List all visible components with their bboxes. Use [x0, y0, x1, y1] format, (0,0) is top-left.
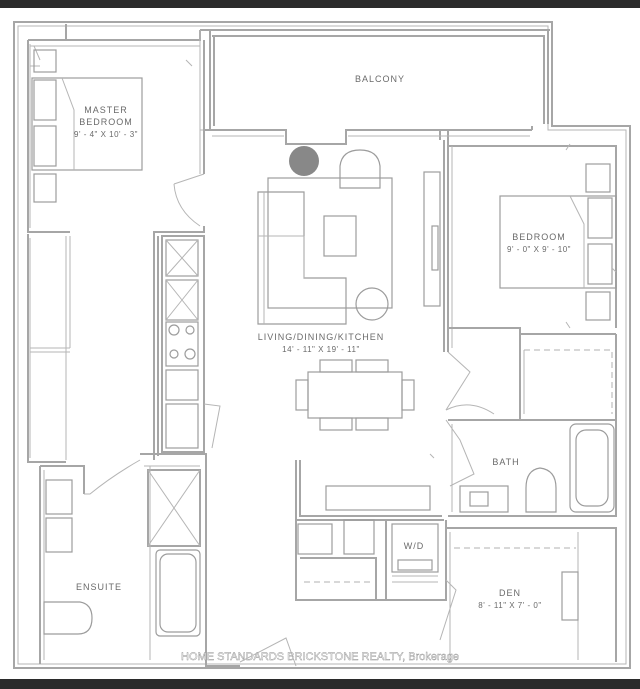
counter	[165, 369, 199, 401]
living-label: LIVING/DINING/KITCHEN	[258, 332, 385, 342]
dining-chair	[319, 417, 353, 431]
vanity-sink	[45, 479, 73, 515]
toilet	[525, 467, 557, 513]
dining-chair	[401, 379, 415, 411]
dining-chair	[355, 359, 389, 373]
window-marks	[185, 59, 617, 459]
vanity-sink	[45, 517, 73, 553]
bath-label: BATH	[492, 457, 519, 467]
coffee-table	[323, 215, 357, 257]
wd-label: W/D	[404, 541, 425, 551]
dishwasher	[165, 403, 199, 449]
sink	[165, 279, 199, 321]
side-table	[355, 287, 389, 321]
storage	[343, 519, 375, 555]
exterior-walls	[13, 21, 631, 669]
washer-dryer	[391, 523, 439, 573]
burner-icon	[184, 348, 196, 360]
nightstand	[33, 49, 57, 73]
burner-icon	[185, 325, 195, 335]
master-bedroom-label: MASTER	[84, 105, 128, 115]
den-label: DEN	[499, 588, 521, 598]
bath-area	[445, 419, 617, 517]
round-plant-icon	[289, 146, 319, 176]
storage	[297, 523, 333, 555]
tv-icon	[431, 225, 439, 271]
top-bar	[0, 0, 640, 8]
bedroom-dims: 9' - 0" X 9' - 10"	[507, 245, 571, 254]
living-dims: 14' - 11" X 19' - 11"	[282, 345, 360, 354]
master-bedroom-area	[27, 24, 210, 463]
vanity-sink	[459, 485, 509, 513]
dining-table	[307, 371, 403, 419]
dining-chair	[319, 359, 353, 373]
tv-console	[423, 171, 441, 307]
burner-icon	[169, 349, 179, 359]
shower	[147, 469, 201, 547]
bottom-bar	[0, 679, 640, 689]
balcony-area	[208, 29, 550, 130]
dining-chair	[295, 379, 309, 411]
den-area	[439, 527, 617, 662]
pillow-icon	[33, 79, 57, 121]
bedroom-label: BEDROOM	[512, 232, 566, 242]
bathtub	[569, 423, 615, 513]
bathtub	[155, 549, 201, 637]
laundry-area	[295, 460, 447, 601]
balcony-label: BALCONY	[355, 74, 405, 84]
pillow-icon	[587, 197, 613, 239]
living-furniture	[257, 146, 441, 431]
bed	[499, 195, 617, 289]
area-rug	[267, 177, 393, 309]
dining-chair	[355, 417, 389, 431]
cooktop	[165, 321, 199, 367]
sectional-sofa	[257, 191, 347, 325]
master-bedroom-dims: 9' - 4" X 10' - 3"	[74, 130, 138, 139]
nightstand	[585, 163, 611, 193]
watermark: HOME STANDARDS BRICKSTONE REALTY, Broker…	[181, 651, 459, 663]
nightstand	[585, 291, 611, 321]
ensuite-label: ENSUITE	[76, 582, 122, 592]
tv-icon	[561, 571, 579, 621]
den-dims: 8' - 11" X 7' - 0"	[478, 601, 541, 610]
pillow-icon	[587, 243, 613, 285]
interior-walls	[153, 126, 533, 460]
kitchen-area	[161, 235, 221, 453]
fridge	[165, 239, 199, 277]
nightstand	[33, 173, 57, 203]
bedroom-area	[445, 145, 617, 421]
toilet	[43, 601, 93, 635]
ensuite-area	[39, 453, 207, 664]
burner-icon	[168, 324, 180, 336]
master-bed	[31, 77, 143, 171]
hall-counter	[325, 485, 431, 511]
entry-door[interactable]	[205, 637, 297, 667]
master-bedroom-label: BEDROOM	[79, 117, 133, 127]
armchair	[339, 149, 381, 189]
pillow-icon	[33, 125, 57, 167]
